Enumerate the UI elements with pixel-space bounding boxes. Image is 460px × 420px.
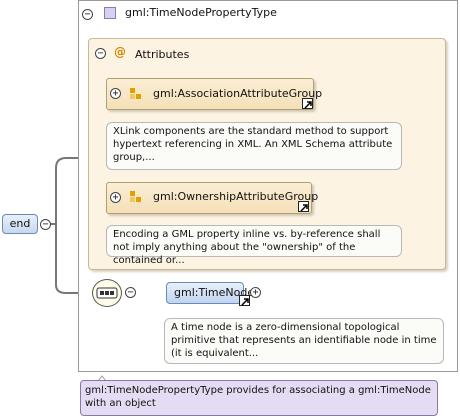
complex-type-icon — [104, 7, 116, 19]
attribute-group-icon — [130, 191, 142, 203]
link-arrow-icon[interactable] — [302, 98, 313, 109]
link-arrow-icon[interactable] — [239, 295, 250, 306]
attributes-collapse-toggle[interactable]: − — [95, 48, 106, 59]
link-arrow-icon[interactable] — [298, 201, 309, 212]
complex-type-documentation: gml:TimeNodePropertyType provides for as… — [80, 380, 438, 416]
ownership-group-documentation: Encoding a GML property inline vs. by-re… — [106, 225, 402, 266]
sequence-icon[interactable] — [92, 279, 122, 307]
time-node-expand-toggle[interactable]: + — [250, 287, 261, 298]
complex-type-name: gml:TimeNodePropertyType — [125, 6, 277, 19]
time-node-element[interactable]: gml:TimeNode — [166, 282, 254, 304]
attribute-group-icon — [130, 88, 142, 100]
root-element-end[interactable]: end — [2, 214, 38, 234]
attributes-title: Attributes — [135, 48, 190, 61]
at-sign-icon: @ — [114, 45, 126, 59]
connector-to-sequence — [55, 224, 92, 294]
connector-to-attributes — [50, 157, 106, 225]
association-group-expand-toggle[interactable]: + — [110, 88, 121, 99]
ownership-group-name: gml:OwnershipAttributeGroup — [153, 190, 319, 203]
sequence-collapse-toggle[interactable]: − — [125, 287, 136, 298]
association-group-name: gml:AssociationAttributeGroup — [153, 87, 323, 100]
association-group-documentation: XLink components are the standard method… — [106, 122, 402, 170]
time-node-documentation: A time node is a zero-dimensional topolo… — [164, 318, 444, 364]
ownership-group-expand-toggle[interactable]: + — [110, 192, 121, 203]
root-collapse-toggle[interactable]: − — [40, 219, 51, 230]
complex-type-collapse-toggle[interactable]: − — [82, 9, 93, 20]
